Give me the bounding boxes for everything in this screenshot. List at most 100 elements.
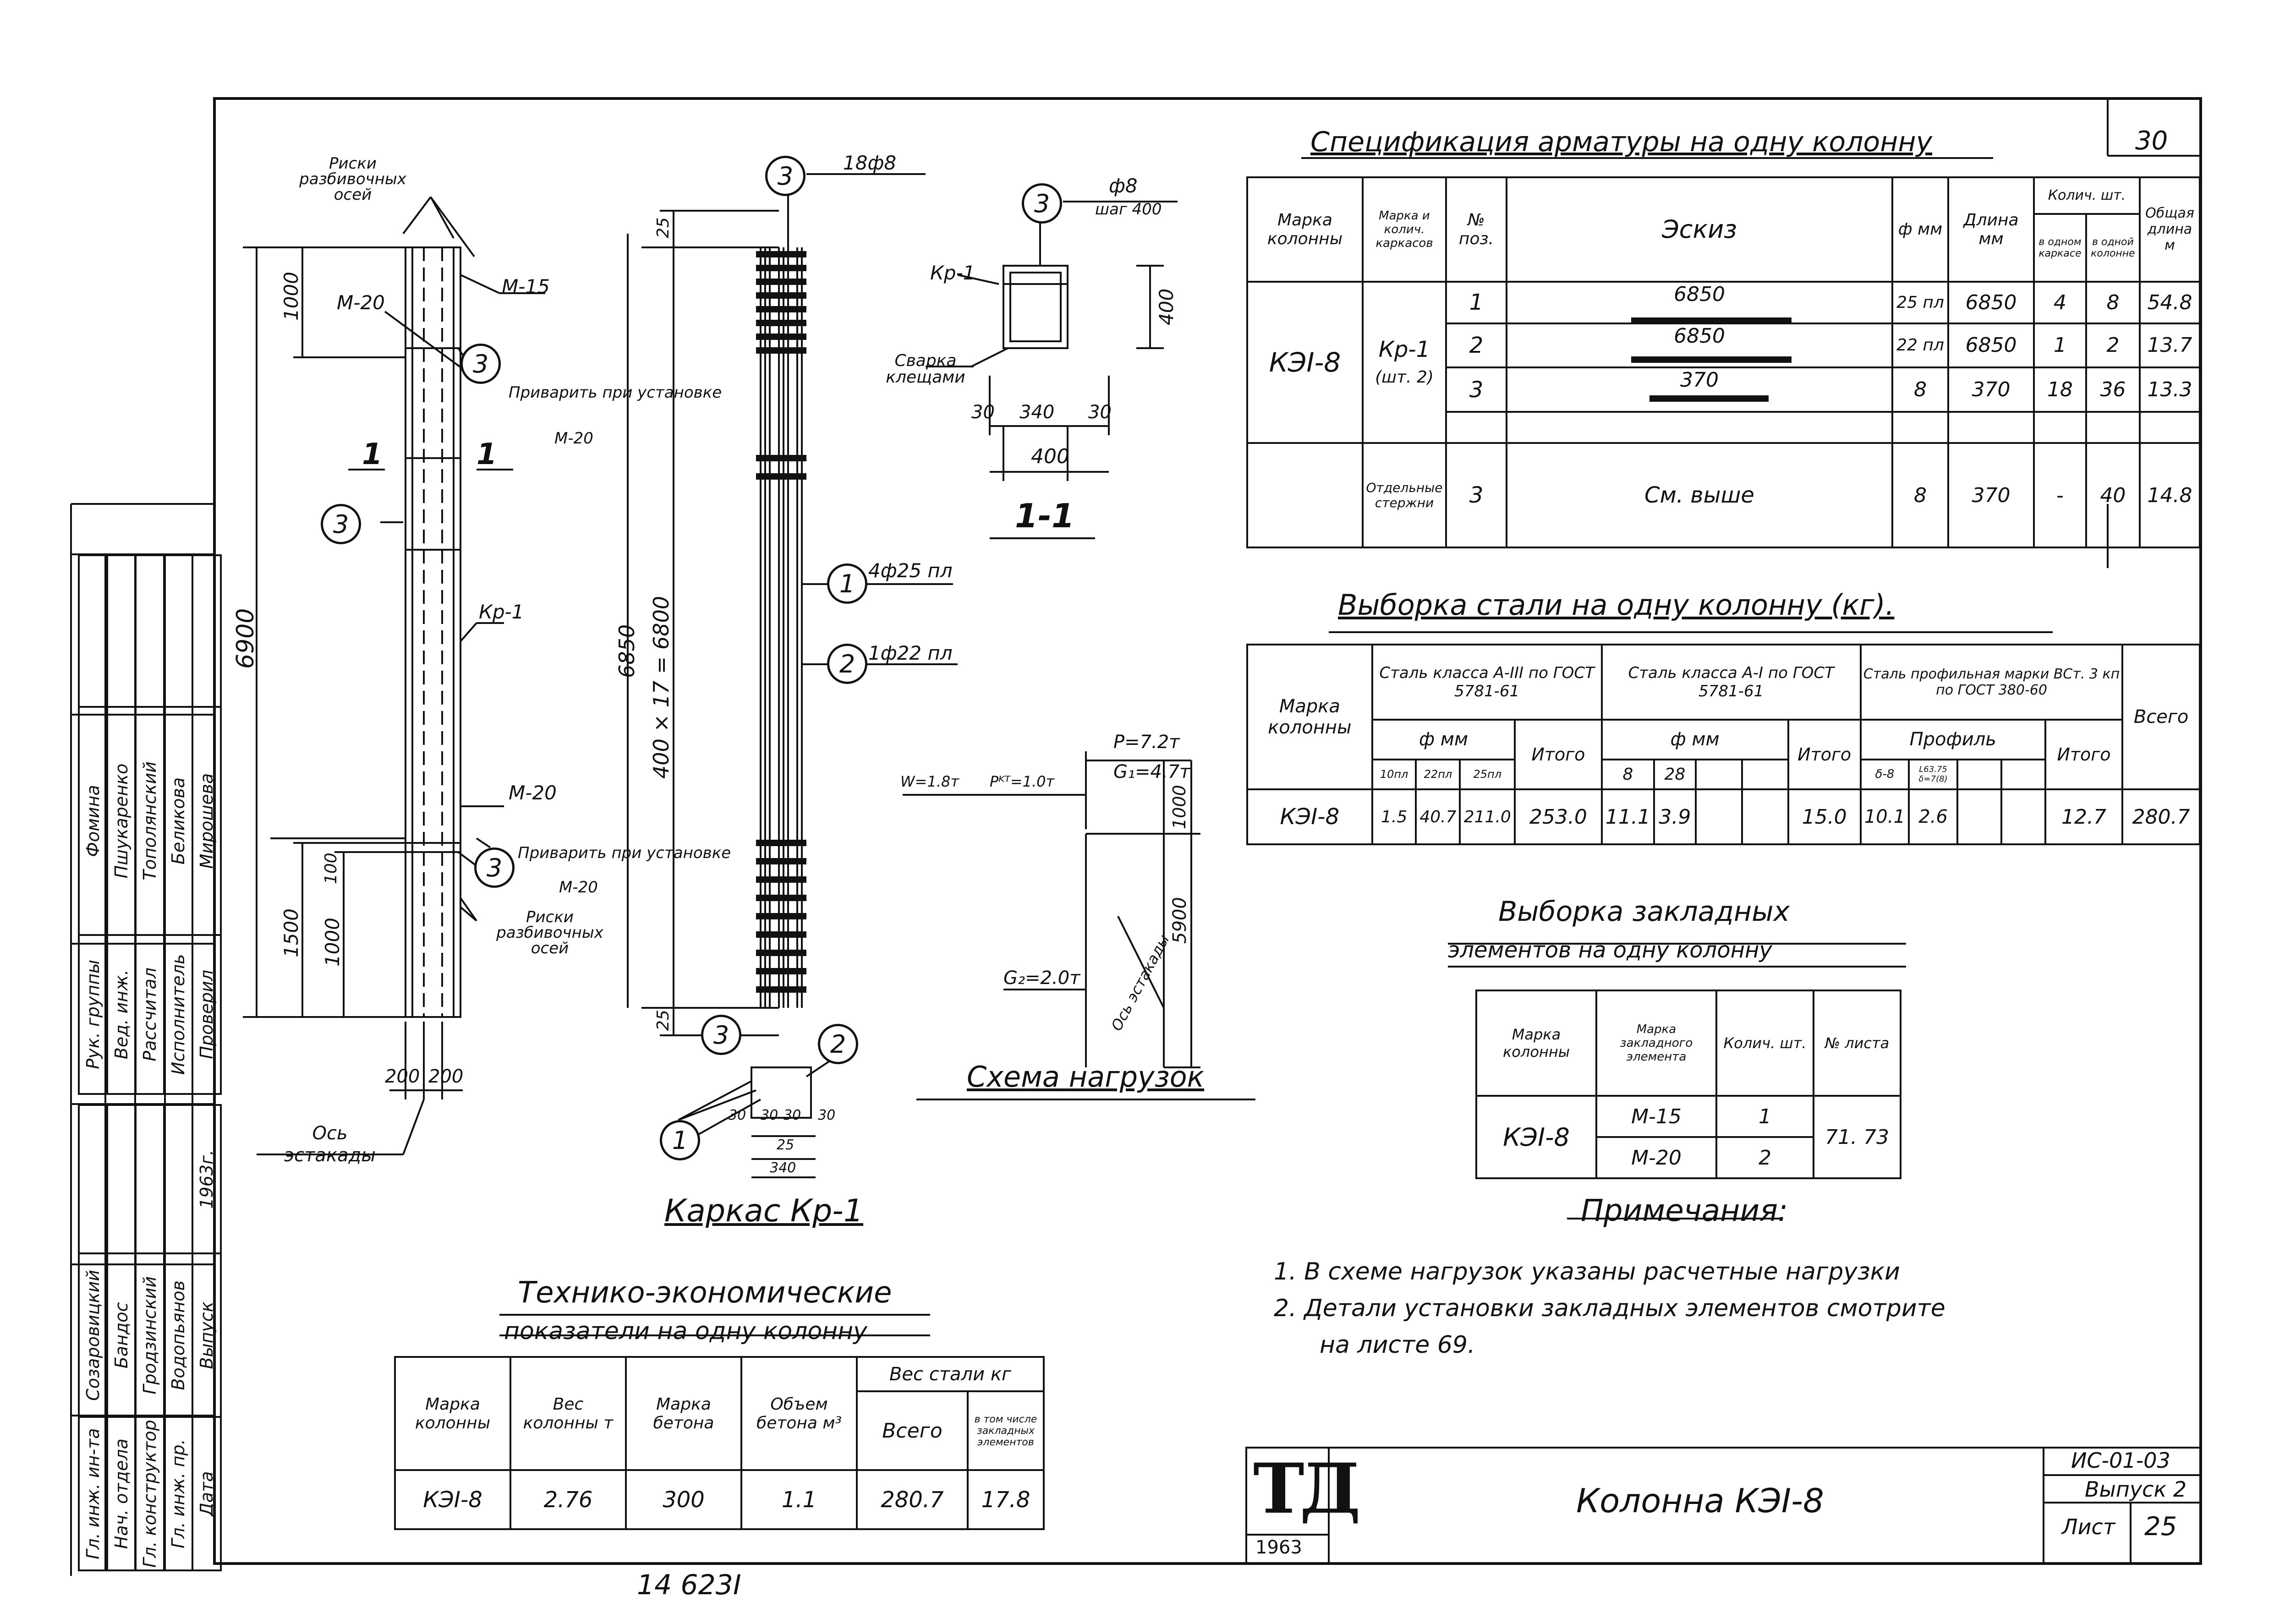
spec-h-total-length: Общая длина м xyxy=(2139,176,2201,283)
position-marker-1: 1 xyxy=(660,1120,700,1160)
stamp-role: Проверил xyxy=(192,935,221,1094)
notes-title: Примечания: xyxy=(1581,1193,1788,1228)
steel-table-title: Выборка стали на одну колонну (кг). xyxy=(1338,588,1895,622)
position-marker-3: 3 xyxy=(474,848,515,888)
steel-h-total-3: Итого xyxy=(2044,718,2124,791)
axis-label: Ось эстакады xyxy=(284,1123,376,1166)
steel-sub-8: 8 xyxy=(1600,758,1655,791)
stamp-role: Нач. отдела xyxy=(107,1417,136,1570)
axis-marks-label: Риски разбивочных осей xyxy=(299,154,406,204)
steel-h-grand: Всего xyxy=(2121,643,2201,791)
emb-h-element: Марка закладного элемента xyxy=(1595,990,1717,1097)
spec-sketch-1: 6850 xyxy=(1506,280,1893,324)
steel-v-8: 11.1 xyxy=(1600,788,1655,845)
stamp-role: Гл. инж. пр. xyxy=(164,1417,192,1570)
stamp-person: Фомина xyxy=(79,707,107,935)
weld-note-top: Приварить при установке xyxy=(509,383,722,402)
section-step: шаг 400 xyxy=(1095,200,1162,219)
frame-dim-30d: 30 xyxy=(818,1107,836,1123)
section-f8: ф8 xyxy=(1109,175,1138,197)
title-year: 1963 xyxy=(1255,1537,1302,1558)
spec-column-mark: КЭI-8 xyxy=(1246,280,1364,444)
m20-lower-label: М-20 xyxy=(509,782,557,804)
dim-100: 100 xyxy=(322,853,340,884)
tech-v-mark: КЭI-8 xyxy=(394,1469,511,1530)
spec-total-2: 13.7 xyxy=(2139,322,2201,369)
title-sheet-no: 25 xyxy=(2144,1512,2177,1542)
load-w: W=1.8т xyxy=(900,773,959,790)
stamp-role: Вед. инж. xyxy=(107,935,136,1094)
kr1-label: Кр-1 xyxy=(479,601,524,623)
height-total-dim: 6900 xyxy=(232,608,259,669)
position-marker-2: 2 xyxy=(818,1024,858,1064)
spec-sep-perframe: - xyxy=(2033,442,2087,548)
stamp-role: Исполнитель xyxy=(164,935,192,1094)
spec-h-length: Длина мм xyxy=(1947,176,2035,283)
spec-separate-label: Отдельные стержни xyxy=(1362,442,1447,548)
steel-v-10: 1.5 xyxy=(1371,788,1417,845)
emb-qty-1: 1 xyxy=(1715,1095,1814,1138)
position-marker-3: 3 xyxy=(765,156,805,196)
steel-v-grand: 280.7 xyxy=(2121,788,2201,845)
note-3: на листе 69. xyxy=(1320,1331,1475,1359)
section-dim-30a: 30 xyxy=(971,402,995,423)
dim-400x17: 400 × 17 = 6800 xyxy=(649,596,674,779)
load-p: P=7.2т xyxy=(1113,732,1180,753)
section-dim-340: 340 xyxy=(1019,402,1055,423)
tech-h-concrete: Марка бетона xyxy=(625,1356,742,1471)
spec-pos-3: 3 xyxy=(1445,366,1507,413)
frame-dim-30a: 30 xyxy=(729,1107,746,1123)
spec-h-qty-frame: в одном каркасе xyxy=(2033,213,2087,283)
spec-dia-1: 25 пл xyxy=(1891,280,1949,324)
dim-6850: 6850 xyxy=(614,624,639,678)
frame-title: Каркас Кр-1 xyxy=(664,1193,864,1229)
m20-label: М-20 xyxy=(337,291,385,314)
dim-200-right: 200 xyxy=(428,1066,464,1087)
stamp-person: Водопьянов xyxy=(164,1253,192,1417)
position-marker-3: 3 xyxy=(1022,183,1062,224)
spec-percol-1: 8 xyxy=(2085,280,2141,324)
tech-title-1: Технико-экономические xyxy=(518,1276,892,1310)
steel-h-group2: Сталь класса А-I по ГОСТ 5781-61 xyxy=(1600,644,1862,721)
stamp-date: 1963г. xyxy=(192,1105,221,1254)
spec-len-2: 6850 xyxy=(1947,322,2035,369)
spec-frame: Кр-1 xyxy=(1378,336,1430,362)
spec-sep-sketch: См. выше xyxy=(1506,442,1893,548)
stamp-role: Рассчитал xyxy=(136,935,164,1094)
dim-200-left: 200 xyxy=(385,1066,420,1087)
dim-25-bottom: 25 xyxy=(654,1010,673,1031)
tech-h-total: Всего xyxy=(856,1390,969,1471)
tech-h-embedded: в том числе закладных элементов xyxy=(967,1390,1045,1471)
stamp-left-upper: Рук. группы Фомина Вед. инж. Пшукаренко … xyxy=(78,554,222,1095)
frame-dim-30c: 30 xyxy=(784,1107,801,1123)
spec-h-qty: Колич. шт. xyxy=(2033,176,2141,215)
emb-h-sheet: № листа xyxy=(1813,990,1901,1097)
tech-v-volume: 1.1 xyxy=(740,1469,858,1530)
axis-marks-label-lower: Риски разбивочных осей xyxy=(496,908,603,957)
tech-h-volume: Объем бетона м³ xyxy=(740,1356,858,1471)
stamp-person: Беликова xyxy=(164,707,192,935)
frame-dim-25: 25 xyxy=(777,1137,795,1153)
title-sheet-label: Лист xyxy=(2062,1515,2115,1539)
spec-sep-percol: 40 xyxy=(2085,442,2141,548)
spec-frame-cell: Кр-1(шт. 2) xyxy=(1362,280,1447,444)
stamp-role: Дата xyxy=(192,1417,221,1570)
spec-sketch-2: 6850 xyxy=(1506,322,1893,369)
stamp-person: Созаровицкий xyxy=(79,1253,107,1417)
dim-1000-bottom: 1000 xyxy=(321,918,344,967)
spec-sketch-3: 370 xyxy=(1506,366,1893,413)
emb-h-qty: Колич. шт. xyxy=(1715,990,1814,1097)
spec-dia-2: 22 пл xyxy=(1891,322,1949,369)
note-2: 2. Детали установки закладных элементов … xyxy=(1274,1295,1945,1322)
spec-percol-2: 2 xyxy=(2085,322,2141,369)
steel-sub-22: 22пл xyxy=(1415,758,1461,791)
spec-sep-dia: 8 xyxy=(1891,442,1949,548)
spec-pos-2: 2 xyxy=(1445,322,1507,369)
steel-h-phi-1: ф мм xyxy=(1371,718,1516,760)
steel-v-total-2: 15.0 xyxy=(1787,788,1862,845)
weld-note-top-m20: М-20 xyxy=(554,429,593,448)
section-mark-right: 1 xyxy=(477,437,497,471)
callout-1f22: 1ф22 пл xyxy=(868,642,953,664)
tech-v-embedded: 17.8 xyxy=(967,1469,1045,1530)
steel-h-total-2: Итого xyxy=(1787,718,1862,791)
